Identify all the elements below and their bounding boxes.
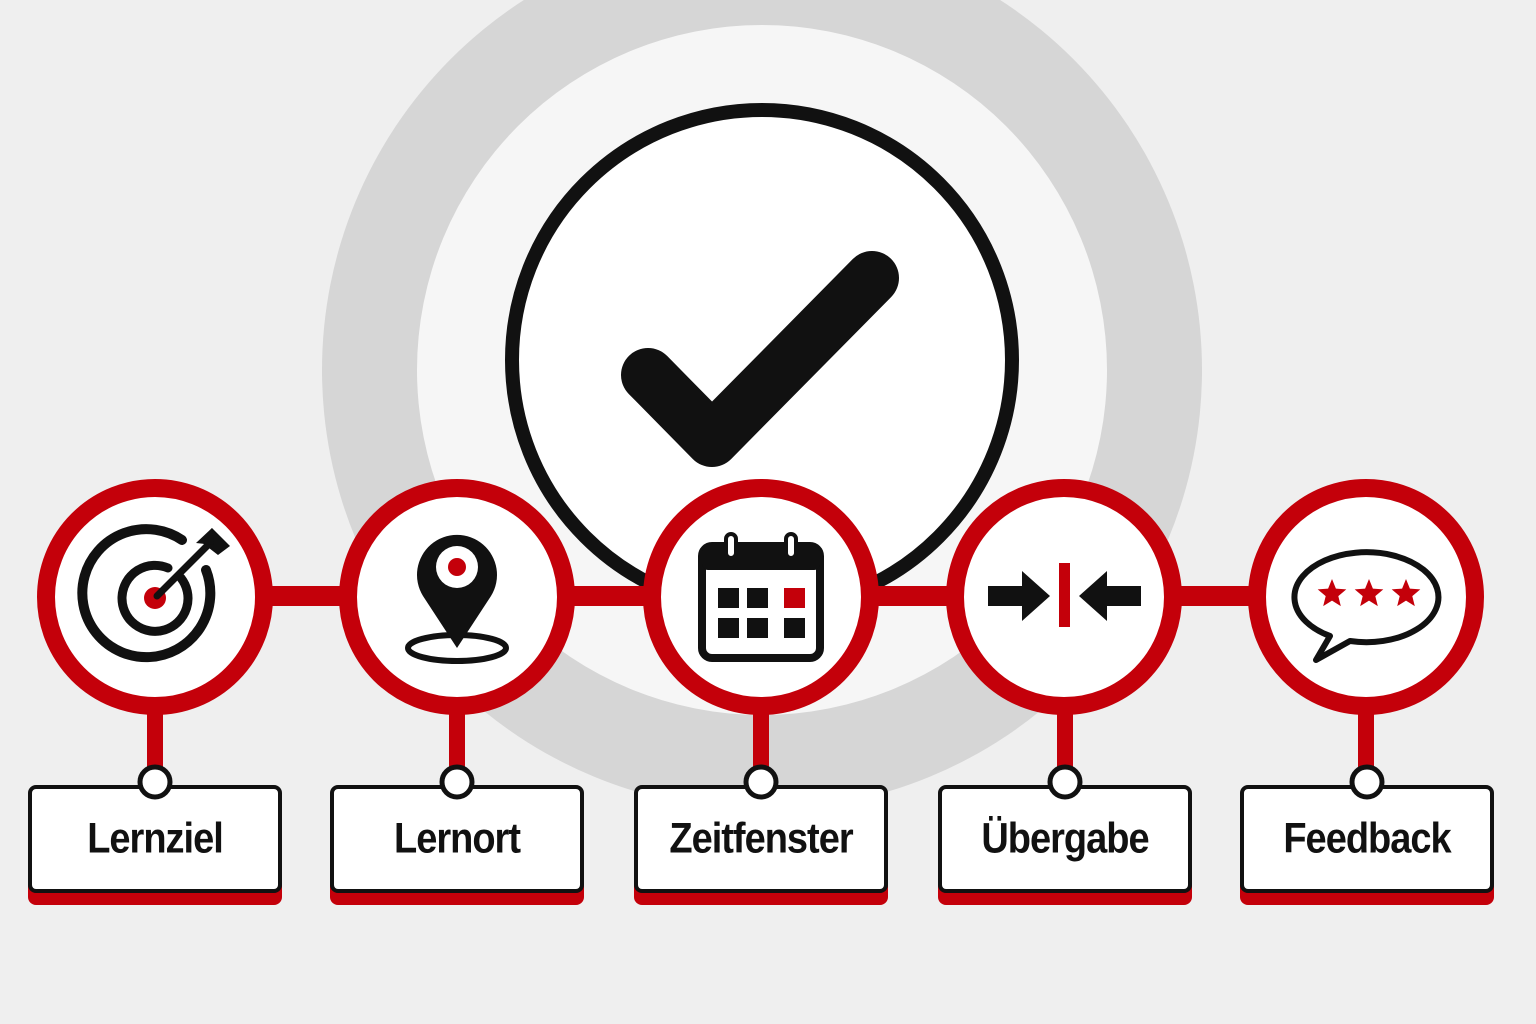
step-label-box-uebergabe: Übergabe [938, 785, 1192, 893]
step-label-uebergabe: Übergabe [981, 814, 1149, 862]
step-label-box-lernziel: Lernziel [28, 785, 282, 893]
step-circle-zeitfenster [643, 479, 879, 715]
step-label-feedback: Feedback [1283, 814, 1451, 862]
step-label-box-zeitfenster: Zeitfenster [634, 785, 888, 893]
step-label-lernort: Lernort [394, 814, 521, 862]
feedback-stars-icon [1291, 549, 1442, 663]
step-label-box-feedback: Feedback [1240, 785, 1494, 893]
step-label-lernziel: Lernziel [87, 814, 224, 862]
location-pin-icon [405, 534, 509, 664]
stem-lines [147, 708, 1374, 772]
step-circle-feedback [1248, 479, 1484, 715]
timeline-connectors [265, 586, 1258, 606]
step-label-zeitfenster: Zeitfenster [669, 814, 853, 862]
step-label-box-lernort: Lernort [330, 785, 584, 893]
calendar-icon [698, 532, 824, 662]
step-circle-uebergabe [946, 479, 1182, 715]
handover-arrows-icon [988, 563, 1141, 627]
target-arrow-icon [77, 524, 230, 663]
step-circle-lernziel [37, 479, 273, 715]
step-circle-lernort [339, 479, 575, 715]
